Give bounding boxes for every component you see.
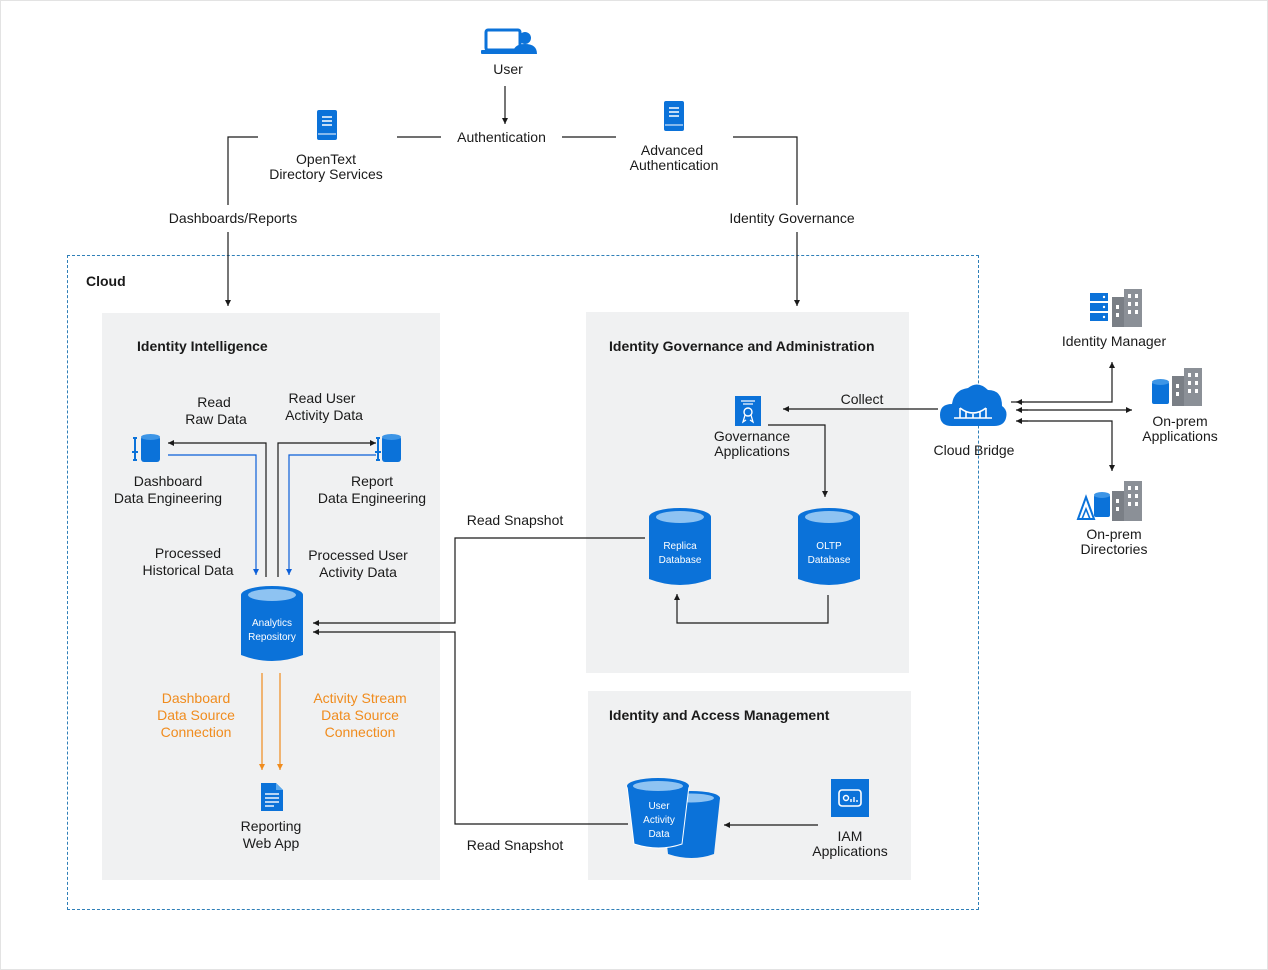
identity-manager-label: Identity Manager — [1061, 333, 1167, 349]
report-de-line1: Report — [350, 473, 394, 489]
dash-conn-line3: Connection — [160, 724, 232, 740]
oltp-db-line1: OLTP — [816, 541, 842, 552]
cloud-label: Cloud — [86, 273, 126, 289]
server-icon — [664, 101, 684, 131]
analytics-repository-database-icon: Analytics Repository — [241, 586, 303, 661]
uad-line1: User — [648, 801, 670, 812]
dashboard-de-line2: Data Engineering — [113, 490, 223, 506]
advanced-auth-line1: Advanced — [640, 142, 704, 158]
replica-db-line2: Database — [659, 555, 702, 566]
iam-title: Identity and Access Management — [609, 707, 830, 723]
read-raw-line2: Raw Data — [185, 411, 247, 427]
onprem-apps-line2: Applications — [1142, 428, 1218, 444]
user-laptop-icon — [481, 28, 537, 54]
dash-conn-line1: Dashboard — [161, 690, 231, 706]
dashboard-de-line1: Dashboard — [133, 473, 203, 489]
opentext-label-line2: Directory Services — [269, 166, 383, 182]
iam-apps-line1: IAM — [837, 828, 863, 844]
stream-conn-line1: Activity Stream — [313, 690, 407, 706]
advanced-auth-line2: Authentication — [629, 157, 719, 173]
gov-apps-line1: Governance — [713, 428, 791, 444]
replica-database-icon: Replica Database — [649, 508, 711, 585]
cloud-bridge-icon — [940, 384, 1007, 426]
identity-manager-building-icon — [1090, 289, 1142, 327]
oltp-db-line2: Database — [808, 555, 851, 566]
user-label: User — [493, 61, 523, 77]
onprem-dirs-line1: On-prem — [1086, 526, 1142, 542]
stream-conn-line3: Connection — [324, 724, 396, 740]
read-snapshot-top-label: Read Snapshot — [466, 512, 564, 528]
cloud-bridge-label: Cloud Bridge — [933, 442, 1015, 458]
analytics-db-line1: Analytics — [252, 618, 292, 629]
processed-user-line2: Activity Data — [319, 564, 397, 580]
read-raw-line1: Read — [197, 394, 231, 410]
dashboards-reports-label: Dashboards/Reports — [168, 210, 298, 226]
analytics-db-line2: Repository — [248, 632, 296, 643]
identity-intelligence-title: Identity Intelligence — [137, 338, 268, 354]
uad-line3: Data — [648, 829, 670, 840]
stream-conn-line2: Data Source — [321, 707, 399, 723]
oltp-database-icon: OLTP Database — [798, 508, 860, 585]
replica-db-line1: Replica — [663, 541, 697, 552]
read-snapshot-bottom-label: Read Snapshot — [466, 837, 564, 853]
processed-hist-line1: Processed — [154, 545, 222, 561]
collect-label: Collect — [840, 391, 884, 407]
onprem-apps-line1: On-prem — [1152, 413, 1208, 429]
cloud-boundary — [67, 255, 979, 910]
read-user-line2: Activity Data — [285, 407, 363, 423]
onprem-dirs-line2: Directories — [1080, 541, 1148, 557]
document-icon — [261, 783, 283, 811]
user-activity-data-bucket-icon: User Activity Data — [626, 778, 720, 858]
server-icon — [317, 110, 337, 140]
report-de-line2: Data Engineering — [317, 490, 427, 506]
processed-user-line1: Processed User — [308, 547, 408, 563]
reporting-line1: Reporting — [240, 818, 302, 834]
gov-apps-line2: Applications — [714, 443, 790, 459]
opentext-label-line1: OpenText — [296, 151, 356, 167]
iga-title: Identity Governance and Administration — [609, 338, 875, 354]
dash-conn-line2: Data Source — [157, 707, 235, 723]
data-engineering-icon — [132, 434, 160, 462]
iam-application-icon — [831, 779, 869, 817]
onprem-directories-building-icon — [1076, 481, 1142, 521]
processed-hist-line2: Historical Data — [142, 562, 234, 578]
iga-panel — [586, 312, 909, 673]
uad-line2: Activity — [643, 815, 675, 826]
authentication-label: Authentication — [457, 129, 546, 145]
onprem-applications-building-icon — [1152, 368, 1202, 406]
governance-certificate-icon — [735, 396, 761, 426]
iam-apps-line2: Applications — [812, 843, 888, 859]
data-engineering-icon — [375, 434, 401, 462]
reporting-line2: Web App — [242, 835, 300, 851]
identity-governance-label: Identity Governance — [729, 210, 855, 226]
read-user-line1: Read User — [288, 390, 356, 406]
